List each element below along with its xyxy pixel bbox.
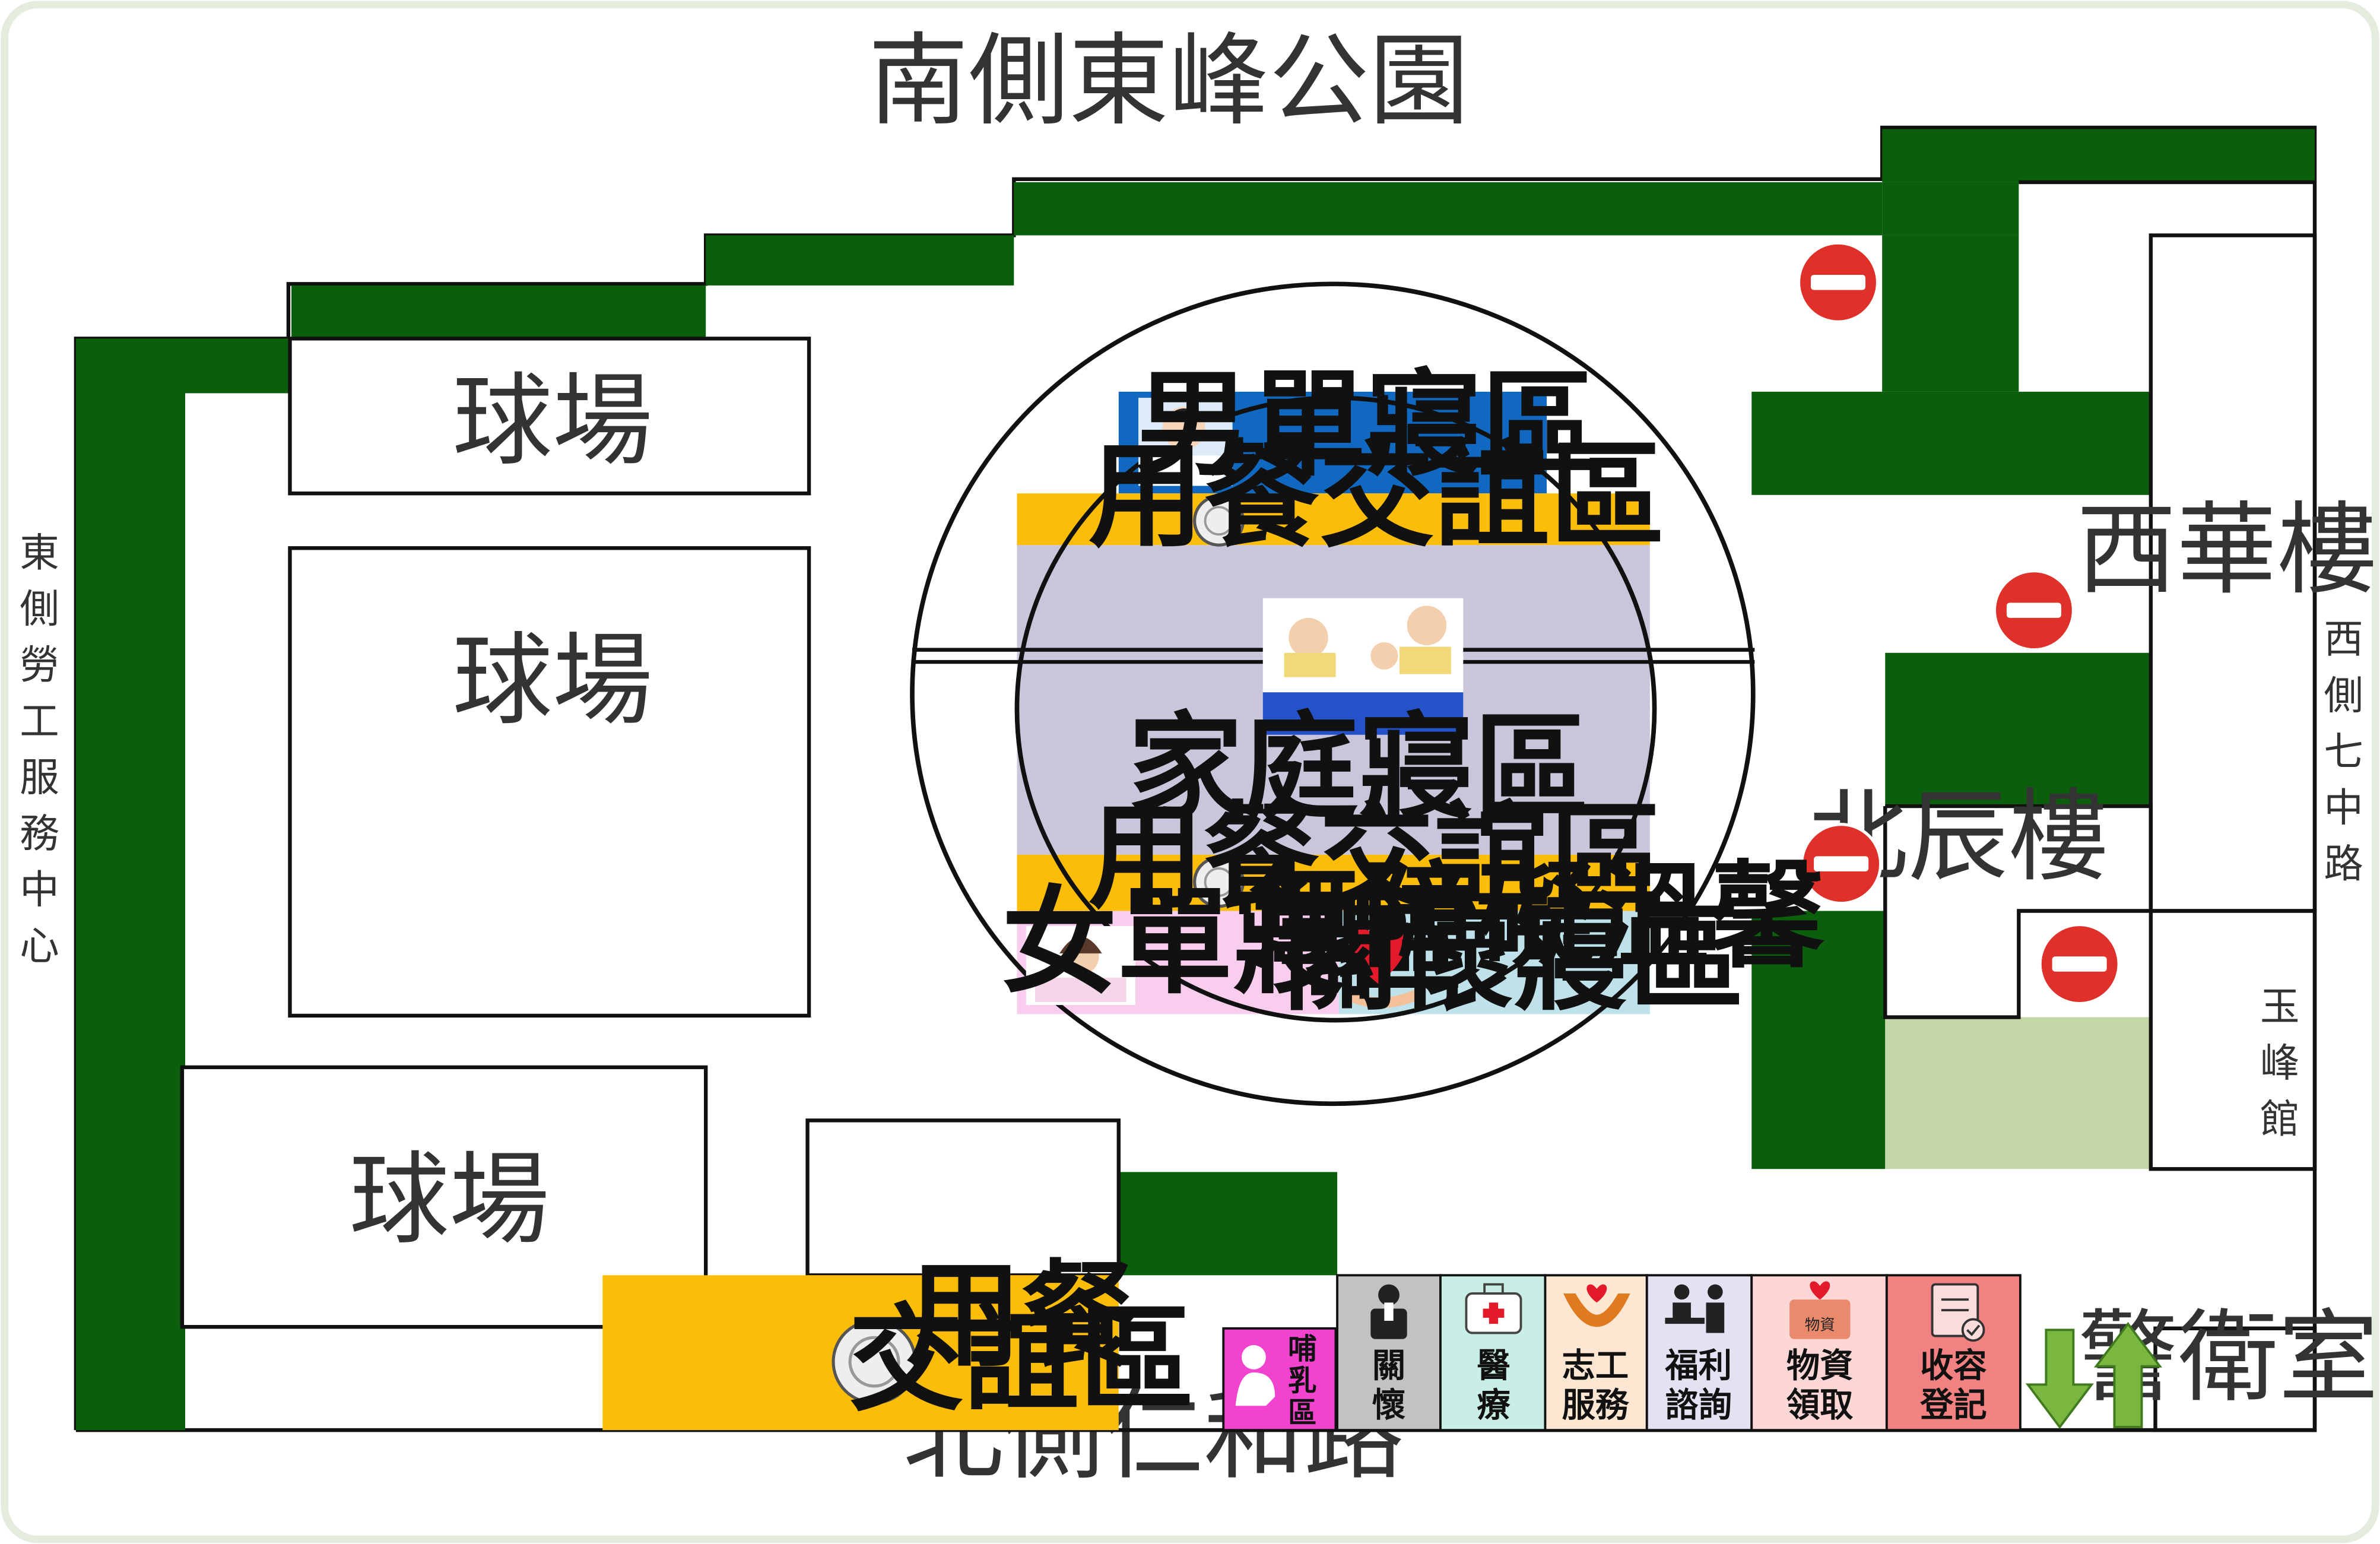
svg-text:領取: 領取 bbox=[1786, 1386, 1854, 1425]
gym-inner-track bbox=[1014, 395, 1657, 1023]
court-label-1: 球場 bbox=[452, 362, 653, 479]
svg-text:物資: 物資 bbox=[1786, 1347, 1854, 1386]
svg-text:哺: 哺 bbox=[1288, 1333, 1317, 1366]
svg-text:西: 西 bbox=[2324, 616, 2363, 662]
road-label-south: 南側東峰公園 bbox=[868, 22, 1470, 139]
svg-text:志工: 志工 bbox=[1562, 1347, 1629, 1386]
plate-icon bbox=[1193, 494, 1245, 547]
court-2 bbox=[288, 546, 811, 1018]
svg-text:物資: 物資 bbox=[1805, 1316, 1835, 1334]
no-entry-sign-icon bbox=[1800, 823, 1883, 905]
plate-icon bbox=[1193, 856, 1245, 908]
svg-text:心: 心 bbox=[20, 922, 59, 969]
svg-text:側: 側 bbox=[2324, 672, 2363, 718]
svg-text:務: 務 bbox=[20, 810, 59, 857]
svg-text:東: 東 bbox=[20, 530, 59, 576]
sleeping-woman-icon bbox=[1026, 926, 1135, 1006]
nursing-room-label: 哺 乳 區 bbox=[1288, 1333, 1317, 1429]
guard-building bbox=[2153, 1326, 2317, 1432]
yufeng-building bbox=[2149, 909, 2317, 1171]
svg-text:收容: 收容 bbox=[1920, 1347, 1987, 1386]
court-1 bbox=[288, 337, 811, 496]
supply-box-icon: 物資 bbox=[1789, 1281, 1851, 1339]
svg-text:懷: 懷 bbox=[1372, 1386, 1405, 1425]
svg-text:玉: 玉 bbox=[2260, 984, 2300, 1030]
pastor-icon bbox=[1370, 1284, 1407, 1339]
volunteer-desk-label: 志工 服務 bbox=[1562, 1347, 1630, 1425]
information-desk-icon bbox=[1665, 1284, 1725, 1333]
no-entry-sign-icon bbox=[2038, 922, 2121, 1006]
gym-outer-track bbox=[910, 281, 1756, 1107]
accessible-zone-label-1: 無障礙溫馨 bbox=[1248, 849, 1824, 984]
svg-text:中: 中 bbox=[20, 867, 59, 913]
svg-text:關: 關 bbox=[1372, 1347, 1405, 1386]
svg-text:服: 服 bbox=[20, 754, 59, 800]
svg-text:勞: 勞 bbox=[20, 642, 59, 688]
family-zone-label: 家庭寢區 bbox=[1128, 701, 1589, 835]
helping-hands-icon bbox=[1563, 1284, 1630, 1327]
svg-text:工: 工 bbox=[20, 698, 59, 744]
dining-top-label: 用餐交誼區 bbox=[1089, 429, 1665, 563]
medical-kit-icon bbox=[1465, 1283, 1522, 1334]
svg-text:福利: 福利 bbox=[1664, 1347, 1732, 1386]
svg-text:諮詢: 諮詢 bbox=[1665, 1386, 1732, 1425]
beichen-building bbox=[1883, 804, 2153, 1019]
welfare-desk-label: 福利 諮詢 bbox=[1664, 1347, 1732, 1425]
supplies-desk-label: 物資 領取 bbox=[1786, 1347, 1854, 1425]
nursing-room bbox=[1222, 1327, 1337, 1432]
men-zone-label: 男單寢區 bbox=[1135, 358, 1597, 492]
green-belts bbox=[75, 129, 2315, 1431]
svg-text:峰: 峰 bbox=[2260, 1039, 2300, 1086]
svg-text:療: 療 bbox=[1477, 1386, 1510, 1425]
svg-text:服務: 服務 bbox=[1562, 1386, 1630, 1425]
accessible-zone-label-2: 關懷寢區 bbox=[1283, 892, 1744, 1026]
dining-zone-top bbox=[1017, 493, 1650, 546]
exit-arrow-icon bbox=[2025, 1329, 2094, 1429]
court-label-2: 球場 bbox=[452, 622, 653, 739]
svg-text:路: 路 bbox=[2324, 841, 2363, 887]
sleeping-man-icon bbox=[1138, 398, 1233, 486]
svg-text:中: 中 bbox=[2324, 785, 2363, 831]
svg-text:館: 館 bbox=[2260, 1096, 2300, 1142]
court-label-3: 球場 bbox=[349, 1141, 550, 1258]
lawn-area bbox=[1885, 1017, 2151, 1169]
plate-icon bbox=[832, 1319, 917, 1404]
svg-text:區: 區 bbox=[1288, 1396, 1317, 1429]
blank-building bbox=[805, 1118, 1121, 1277]
registration-desk-label: 收容 登記 bbox=[1919, 1347, 1987, 1425]
svg-text:醫: 醫 bbox=[1477, 1347, 1510, 1386]
no-entry-sign-icon bbox=[1992, 569, 2075, 652]
yufeng-label: 玉 峰 館 bbox=[2260, 984, 2300, 1142]
svg-text:側: 側 bbox=[20, 586, 59, 632]
svg-text:乳: 乳 bbox=[1288, 1365, 1317, 1398]
road-label-east: 東 側 勞 工 服 務 中 心 bbox=[20, 530, 59, 969]
no-entry-sign-icon bbox=[1797, 241, 1880, 324]
clipboard-icon bbox=[1931, 1283, 1985, 1342]
entry-arrow-icon bbox=[2093, 1321, 2163, 1428]
care-desk-label: 關 懷 bbox=[1372, 1347, 1405, 1425]
dining-mid-label: 用餐交誼區 bbox=[1089, 790, 1665, 924]
sleeping-family-icon bbox=[1262, 598, 1464, 735]
dining-bottom-label-1: 用餐 bbox=[906, 1249, 1137, 1383]
medical-desk-label: 醫 療 bbox=[1477, 1347, 1510, 1425]
road-label-west: 西 側 七 中 路 bbox=[2324, 616, 2363, 887]
heart-hand-icon bbox=[1344, 929, 1421, 1009]
baby-feeding-icon bbox=[1235, 1345, 1275, 1406]
dining-bottom-label-2: 交誼區 bbox=[849, 1293, 1195, 1427]
dining-zone-mid bbox=[1017, 854, 1650, 911]
xihua-label: 西華樓 bbox=[2077, 492, 2377, 608]
svg-text:七: 七 bbox=[2324, 728, 2363, 775]
svg-text:登記: 登記 bbox=[1919, 1386, 1987, 1425]
